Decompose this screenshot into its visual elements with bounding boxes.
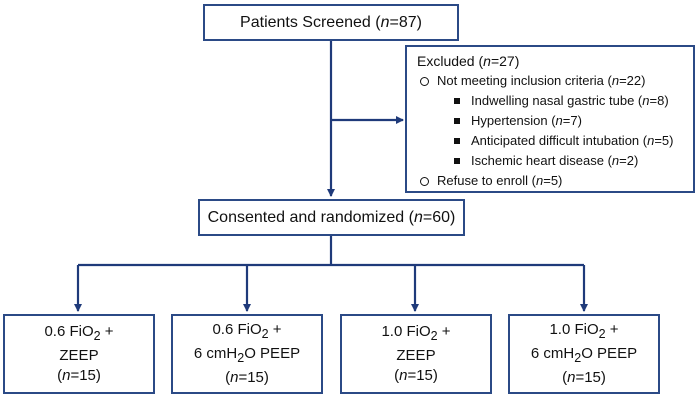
- excluded-criteria-item: Not meeting inclusion criteria (n=22): [417, 71, 687, 91]
- group-fio2-label: 0.6 FiO2 +: [44, 323, 114, 343]
- screened-label: Patients Screened (n=87): [240, 13, 422, 31]
- group-peep-label: 6 cmH2O PEEP: [530, 345, 638, 365]
- group-fio2-label: 1.0 FiO2 +: [549, 321, 619, 341]
- screened-box: Patients Screened (n=87): [203, 4, 459, 41]
- group-fio2-label: 0.6 FiO2 +: [212, 321, 282, 341]
- randomized-label: Consented and randomized (n=60): [207, 208, 456, 226]
- excluded-reason-item: Hypertension (n=7): [417, 111, 687, 131]
- group-count: (n=15): [394, 367, 438, 384]
- excluded-reason-item: Anticipated difficult intubation (n=5): [417, 131, 687, 151]
- group-box-2: 0.6 FiO2 + 6 cmH2O PEEP (n=15): [171, 314, 323, 394]
- group-box-1: 0.6 FiO2 + ZEEP (n=15): [3, 314, 155, 394]
- group-count: (n=15): [225, 369, 269, 386]
- group-peep-label: ZEEP: [396, 347, 436, 364]
- excluded-title: Excluded (n=27): [417, 53, 520, 69]
- group-fio2-label: 1.0 FiO2 +: [381, 323, 451, 343]
- group-peep-label: 6 cmH2O PEEP: [193, 345, 301, 365]
- group-count: (n=15): [562, 369, 606, 386]
- group-count: (n=15): [57, 367, 101, 384]
- excluded-reason-item: Indwelling nasal gastric tube (n=8): [417, 91, 687, 111]
- randomized-box: Consented and randomized (n=60): [198, 199, 465, 236]
- excluded-box: Excluded (n=27) Not meeting inclusion cr…: [405, 45, 695, 193]
- excluded-refuse-item: Refuse to enroll (n=5): [417, 171, 687, 191]
- group-box-3: 1.0 FiO2 + ZEEP (n=15): [340, 314, 492, 394]
- group-box-4: 1.0 FiO2 + 6 cmH2O PEEP (n=15): [508, 314, 660, 394]
- group-peep-label: ZEEP: [59, 347, 99, 364]
- excluded-reason-item: Ischemic heart disease (n=2): [417, 151, 687, 171]
